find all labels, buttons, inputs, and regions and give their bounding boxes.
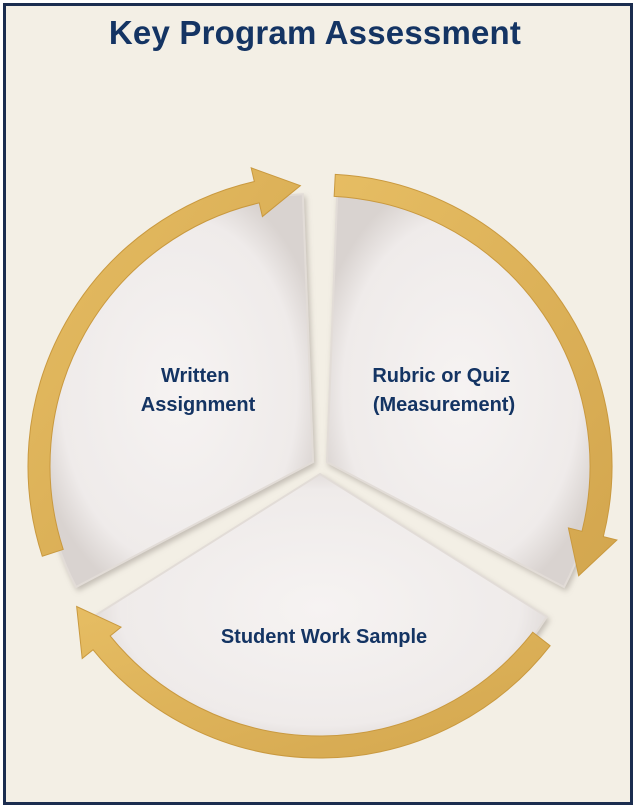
segment-label-written-assignment: Written Assignment [141, 365, 256, 416]
segment-label-rubric-or-quiz: Rubric or Quiz (Measurement) [372, 365, 515, 416]
diagram-title: Key Program Assessment [108, 14, 522, 51]
arrow-to-student-work-icon [333, 173, 618, 577]
arrow-to-rubric-icon [27, 167, 302, 557]
arrow-to-written-icon [76, 605, 551, 759]
segment-label-student-work-sample: Student Work Sample [221, 626, 427, 648]
